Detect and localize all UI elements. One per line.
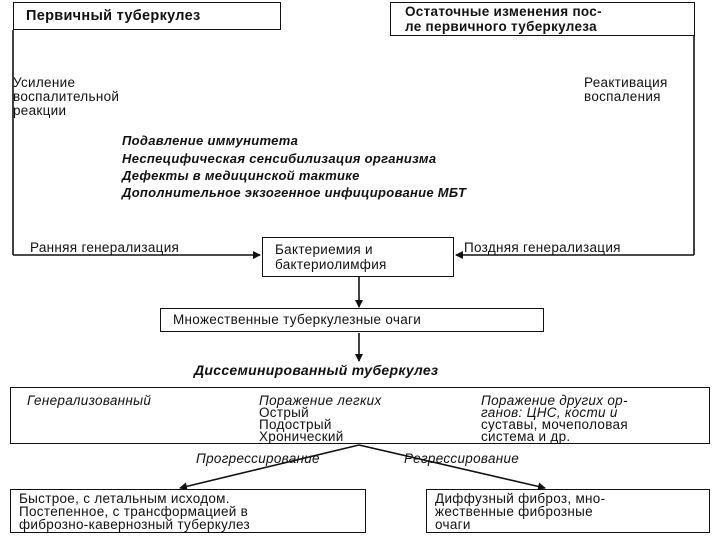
other-organs-line-3: суставы, мочеполовая [481, 417, 628, 432]
other-organs-line-4: система и др. [481, 429, 571, 444]
left-label-line-1: Усиление [13, 75, 76, 90]
progression-outcome-line-2: Постепенное, с трансформацией в [19, 504, 249, 519]
multiple-foci-box: Множественные туберкулезные очаги [160, 308, 544, 332]
other-organs-line-1: Поражение других ор- [481, 393, 628, 408]
right-label-line-2: воспаления [584, 89, 661, 104]
right-label-line-1: Реактивация [584, 75, 668, 90]
progression-arrow [179, 444, 360, 491]
progression-outcome-box: Быстрое, с летальным исходом. Постепенно… [10, 489, 366, 533]
forms-box: Генерализованный Поражение легких Острый… [10, 387, 710, 444]
progression-label: Прогрессирование [196, 451, 320, 466]
lung-type-chronic: Хронический [259, 429, 344, 444]
lung-type-acute: Острый [259, 405, 309, 420]
regression-outcome-box: Диффузный фиброз, мно- жественные фиброз… [426, 489, 710, 533]
late-generalization-label: Поздняя генерализация [464, 240, 621, 255]
bacteremia-line-2: бактериолимфия [275, 257, 387, 272]
residual-changes-line-2: ле первичного туберкулеза [405, 19, 597, 34]
regression-arrow [358, 444, 546, 491]
regression-outcome-line-1: Диффузный фиброз, мно- [435, 491, 606, 506]
regression-outcome-line-2: жественные фиброзные [435, 504, 593, 519]
left-label-line-2: воспалительной [13, 89, 120, 104]
bacteremia-line-1: Бактериемия и [275, 242, 373, 257]
primary-tb-box: Первичный туберкулез [13, 2, 281, 30]
other-organs-line-2: ганов: ЦНС, кости и [481, 405, 618, 420]
progression-outcome-line-1: Быстрое, с летальным исходом. [19, 491, 230, 506]
residual-changes-line-1: Остаточные изменения пос- [405, 4, 602, 19]
regression-label: Регрессирование [404, 451, 520, 466]
factor-item: Дополнительное экзогенное инфицирование … [122, 185, 467, 200]
left-label-line-3: реакции [13, 103, 67, 118]
bacteremia-box: Бактериемия и бактериолимфия [262, 237, 454, 277]
factor-item: Подавление иммунитета [122, 133, 299, 148]
lung-type-subacute: Подострый [259, 417, 332, 432]
disseminated-title: Диссеминированный туберкулез [194, 362, 439, 378]
generalized-label: Генерализованный [27, 393, 152, 408]
multiple-foci-label: Множественные туберкулезные очаги [173, 312, 422, 327]
regression-outcome-line-3: очаги [435, 517, 471, 532]
progression-outcome-line-3: фиброзно-кавернозный туберкулез [19, 517, 251, 532]
factor-item: Дефекты в медицинской тактике [122, 168, 360, 183]
factor-item: Неспецифическая сенсибилизация организма [122, 151, 437, 166]
residual-changes-box: Остаточные изменения пос- ле первичного … [390, 2, 695, 36]
lung-damage-header: Поражение легких [259, 393, 382, 408]
primary-tb-label: Первичный туберкулез [26, 8, 201, 24]
early-generalization-label: Ранняя генерализация [30, 240, 180, 255]
